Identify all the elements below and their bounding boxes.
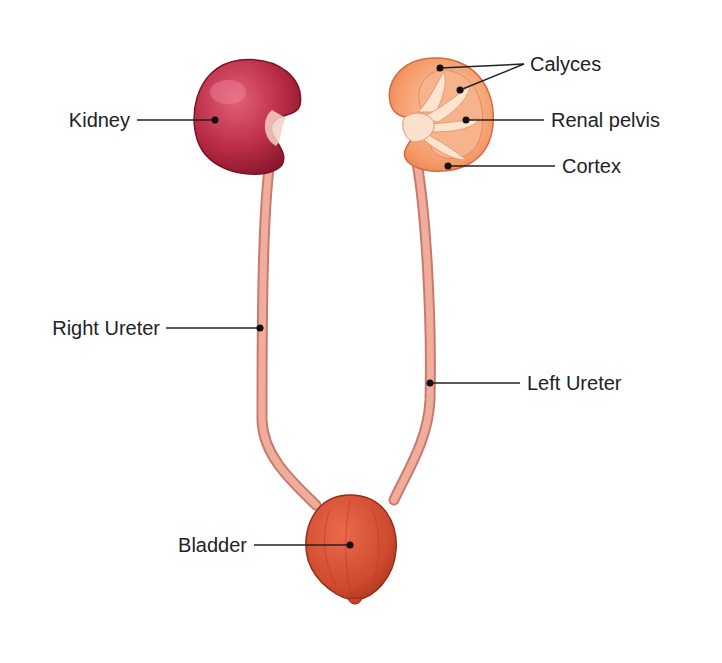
part-label: Renal pelvis: [551, 108, 660, 132]
kidney-medulla: [419, 70, 483, 159]
urethra-stub: [348, 598, 362, 604]
right-hilum: [265, 110, 286, 146]
bladder-texture: [325, 500, 379, 598]
part-label: Kidney: [69, 108, 130, 132]
right-kidney: [194, 60, 301, 175]
part-label: Right Ureter: [52, 316, 160, 340]
part-label: Left Ureter: [527, 371, 621, 395]
part-label: Calyces: [530, 52, 601, 76]
kidney-highlight: [210, 80, 246, 104]
part-label: Bladder: [178, 533, 247, 557]
left-ureter-inner: [394, 148, 430, 500]
right-ureter: [262, 148, 316, 505]
leader-lines: [137, 64, 555, 545]
left-ureter: [394, 148, 430, 500]
right-ureter-inner: [262, 148, 316, 505]
bladder-shape: [306, 495, 396, 600]
leader-dots: [212, 65, 470, 549]
part-label: Cortex: [562, 154, 621, 178]
renal-pelvis-shape: [403, 113, 434, 142]
left-kidney: [389, 58, 493, 171]
